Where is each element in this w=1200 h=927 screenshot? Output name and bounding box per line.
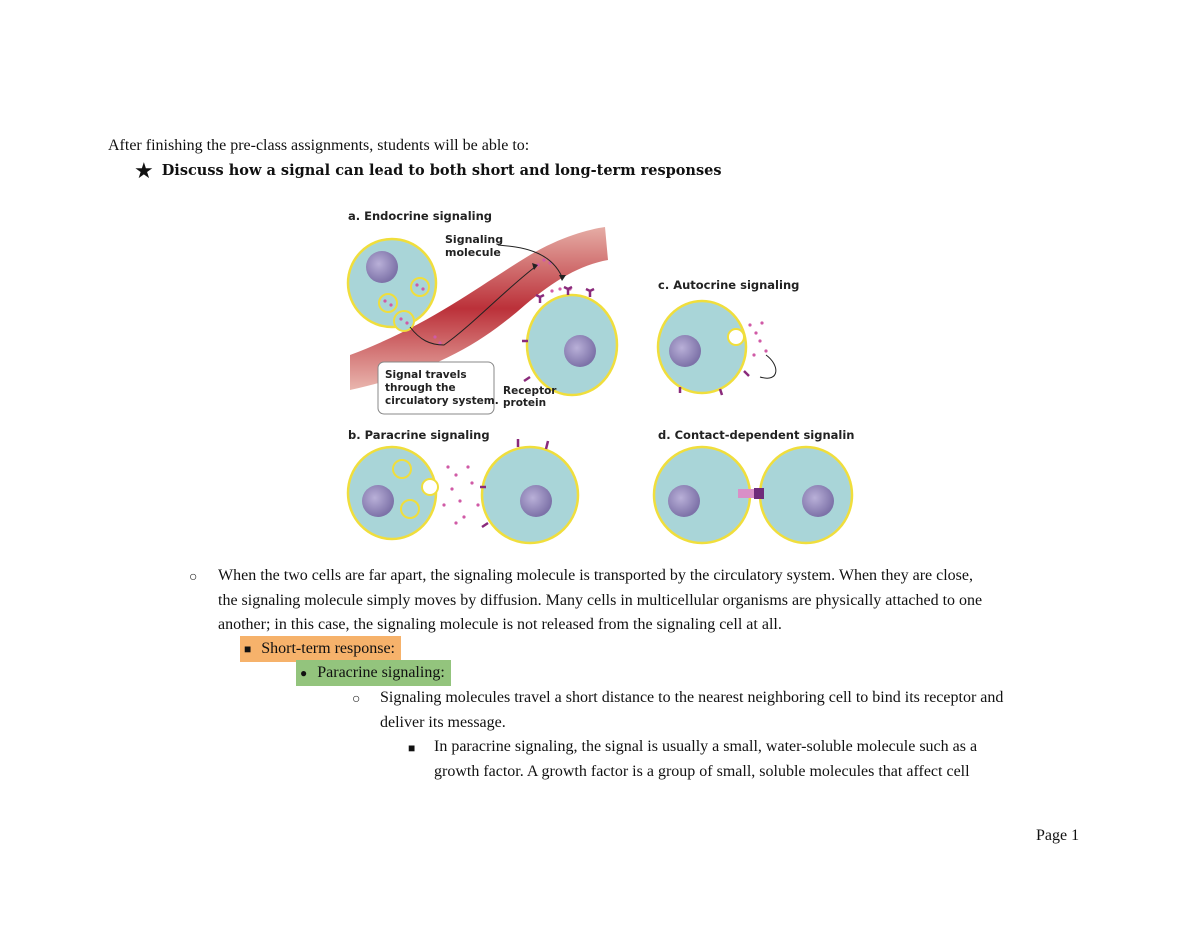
- nucleus-icon: [669, 335, 701, 367]
- receptor-protein-icon: [522, 285, 595, 383]
- panel-b-title: b. Paracrine signaling: [348, 428, 490, 442]
- transport-arrow: [409, 266, 536, 346]
- exocytosis-vesicle: [393, 310, 415, 332]
- nucleus-icon: [362, 485, 394, 517]
- para1-line2: the signaling molecule simply moves by d…: [218, 592, 983, 609]
- callout-box: [377, 361, 495, 415]
- para2-line1: Signaling molecules travel a short dista…: [380, 689, 1004, 706]
- objective-text: Discuss how a signal can lead to both sh…: [161, 162, 722, 179]
- panel-a-title: a. Endocrine signaling: [348, 209, 492, 223]
- cell-signaling-figure: a. Endocrine signaling Signaling molecul…: [346, 209, 855, 545]
- autocrine-arrow: [759, 354, 777, 379]
- nucleus-icon: [520, 485, 552, 517]
- callout-line-1: Signal travels: [385, 369, 467, 381]
- panel-c-title: c. Autocrine signaling: [658, 278, 799, 292]
- para2-line2: deliver its message.: [380, 714, 506, 731]
- receptor-label-2: protein: [503, 397, 546, 409]
- paracrine-signaling-cell: [346, 445, 438, 541]
- nucleus-icon: [668, 485, 700, 517]
- bullet-square-icon: ■: [244, 642, 252, 656]
- bullet-circle-icon: ○: [189, 570, 198, 585]
- membrane-protein-icon: [738, 489, 754, 498]
- receptor-protein-icon: [754, 488, 764, 499]
- vesicle-icon: [378, 293, 398, 313]
- nucleus-icon: [802, 485, 834, 517]
- nucleus-icon: [366, 251, 398, 283]
- signaling-molecule-label-2: molecule: [445, 246, 501, 259]
- callout-line-3: circulatory system.: [385, 395, 499, 407]
- paracrine-row: ● Paracrine signaling:: [296, 660, 451, 686]
- bullet-dot-icon: ●: [300, 666, 308, 680]
- short-term-label: Short-term response:: [261, 640, 395, 657]
- para3-line2: growth factor. A growth factor is a grou…: [434, 763, 970, 780]
- star-icon: ★: [134, 158, 154, 183]
- signaling-molecule-label: Signaling: [445, 233, 503, 246]
- para1-line1: When the two cells are far apart, the si…: [218, 567, 973, 584]
- nucleus-icon: [564, 335, 596, 367]
- paracrine-label: Paracrine signaling:: [317, 664, 445, 681]
- para3-line1: In paracrine signaling, the signal is us…: [434, 738, 978, 755]
- blood-vessel: [350, 227, 608, 390]
- objective-row: ★ Discuss how a signal can lead to both …: [134, 158, 722, 183]
- page-number: Page 1: [1036, 827, 1080, 844]
- callout-line-2: through the: [385, 382, 456, 394]
- panel-d-title: d. Contact-dependent signaling: [658, 428, 855, 442]
- contact-cell-left: [652, 445, 752, 545]
- para1-line3: another; in this case, the signaling mol…: [218, 616, 782, 633]
- short-term-row: ■ Short-term response:: [240, 636, 401, 662]
- bullet-square-icon: ■: [408, 741, 416, 755]
- bullet-circle-icon: ○: [352, 692, 361, 707]
- leader-line: [497, 244, 563, 278]
- receptor-label: Receptor: [503, 385, 557, 397]
- intro-text: After finishing the pre-class assignment…: [108, 137, 530, 154]
- autocrine-cell: [656, 299, 748, 395]
- vesicle-icon: [410, 277, 430, 297]
